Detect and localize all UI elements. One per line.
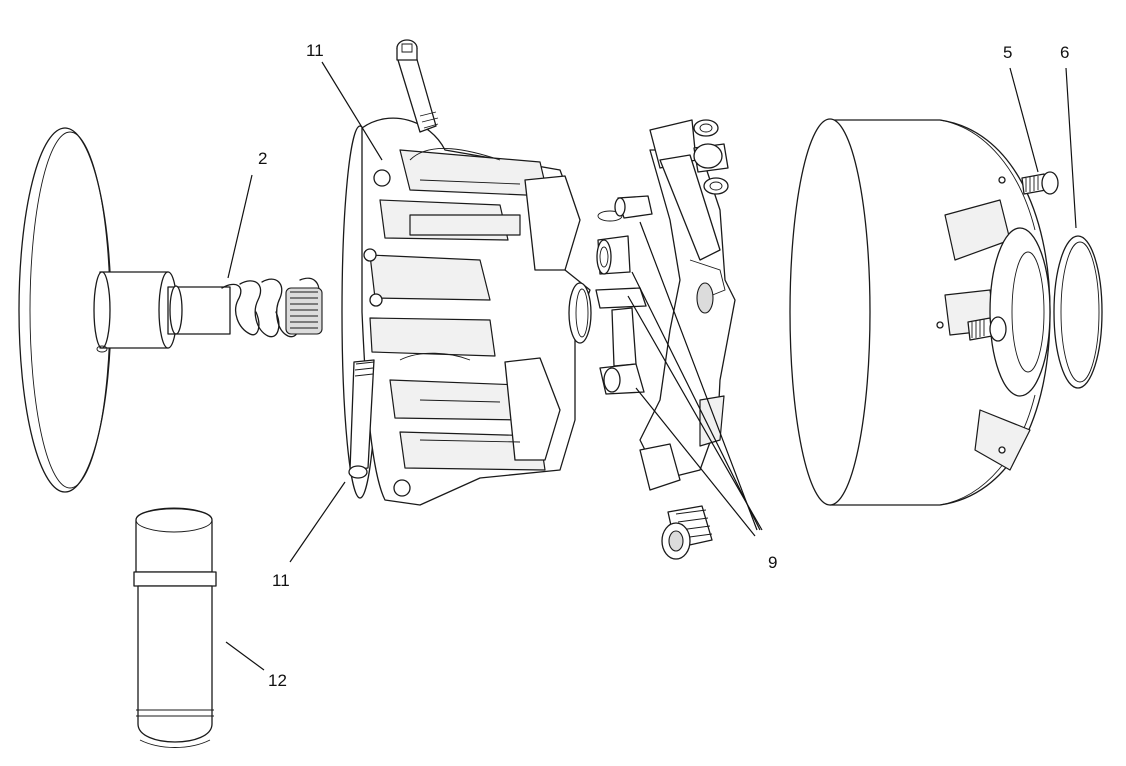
bushing: [661, 505, 713, 560]
leader-11-top: [321, 61, 383, 161]
cover-bolt-lower: [967, 316, 1007, 342]
leader-9-a: [639, 221, 758, 531]
leader-9-b: [631, 271, 761, 531]
leader-9-d: [635, 387, 756, 537]
callout-6: 6: [1060, 43, 1069, 62]
leader-6: [1065, 67, 1077, 229]
roller-upper: [597, 195, 653, 222]
leader-9-c: [627, 295, 763, 531]
leader-11-bottom: [289, 481, 346, 563]
leader-5: [1009, 67, 1039, 173]
leader-2: [227, 174, 253, 279]
callout-labels: 2 5 6 9 11 11 12: [258, 41, 1069, 690]
shoulder-bolt-bottom: [348, 359, 375, 479]
threaded-end: [285, 287, 323, 335]
leader-12: [225, 641, 265, 671]
clutch-spring: [221, 277, 323, 338]
roller-middle: [595, 235, 647, 309]
o-ring: [568, 282, 592, 344]
callout-11-top: 11: [306, 41, 324, 60]
callout-11-bottom: 11: [272, 571, 290, 590]
roller-lower: [599, 307, 645, 395]
shoulder-bolt-top: [396, 39, 439, 133]
spray-can: [133, 507, 217, 748]
movable-sheave-assembly: [341, 39, 591, 506]
cover-bolt-upper: [1021, 171, 1059, 195]
spider-plate: [639, 119, 736, 491]
cover-seal: [1053, 235, 1103, 389]
fixed-sheave: [18, 127, 231, 493]
roller-parts: [595, 195, 653, 395]
callout-2: 2: [258, 149, 267, 168]
clutch-cover: [789, 118, 1059, 506]
callout-9: 9: [768, 553, 777, 572]
callout-12: 12: [268, 671, 287, 690]
leader-lines: [225, 61, 1077, 671]
callout-5: 5: [1003, 43, 1012, 62]
